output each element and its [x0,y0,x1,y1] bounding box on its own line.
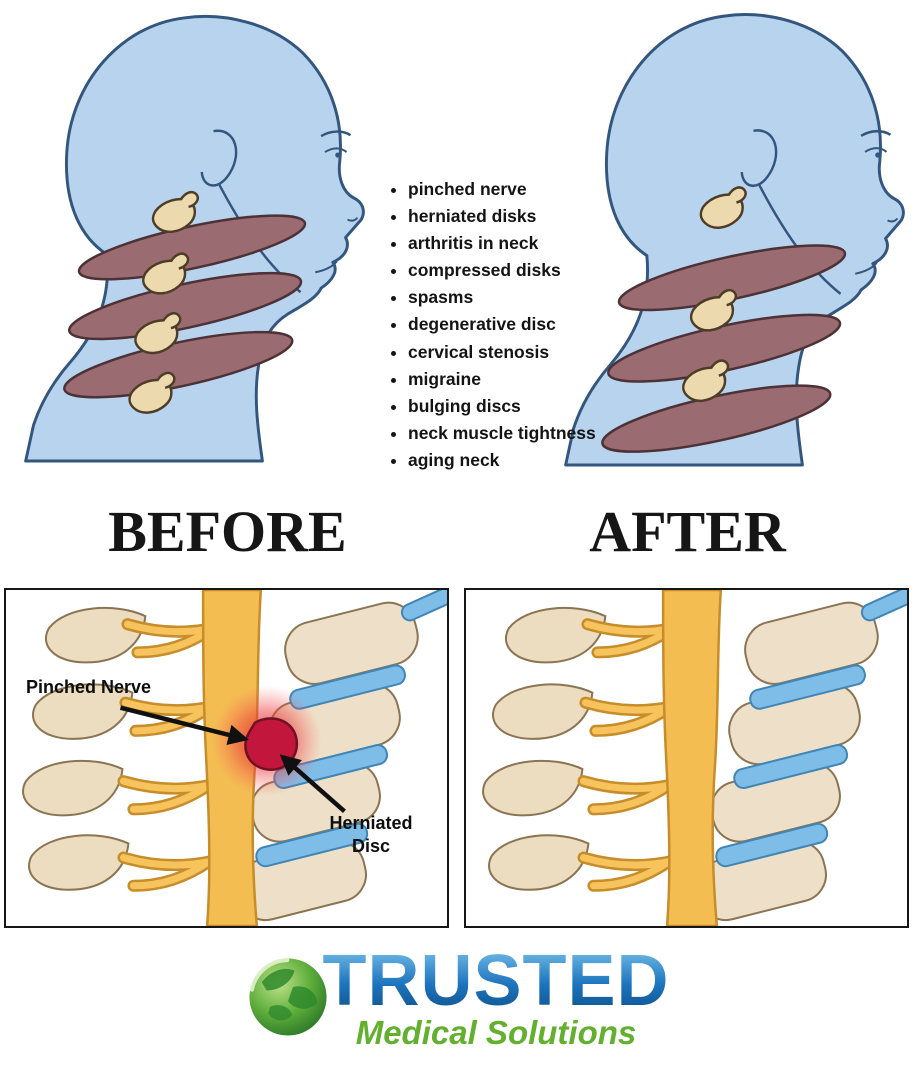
before-head-illustration [24,14,365,463]
herniated-disc-arrow [279,754,346,814]
pinched-nerve-arrow [119,705,249,745]
list-item: pinched nerve [408,176,630,203]
list-item: bulging discs [408,393,630,420]
compressed-neck-discs [63,214,307,399]
annotation-arrows [119,705,346,814]
brand-tagline: Medical Solutions [355,1014,637,1051]
list-item: aging neck [408,447,630,474]
conditions-list: pinched nerve herniated disks arthritis … [388,176,630,474]
list-item: cervical stenosis [408,339,630,366]
herniated-disc-label: Herniated Disc [329,813,413,856]
brand-name: TRUSTED [322,941,670,1021]
list-item: degenerative disc [408,311,630,338]
list-item: compressed disks [408,257,630,284]
before-heading: BEFORE [108,499,347,564]
globe-icon [248,958,327,1036]
after-spine-illustration [466,590,907,926]
list-item: herniated disks [408,203,630,230]
before-spine-panel: Pinched Nerve Herniated Disc [4,588,449,928]
list-item: migraine [408,366,630,393]
after-head-illustration [564,13,905,467]
list-item: spasms [408,284,630,311]
before-spine-illustration [6,590,447,926]
pinched-nerve-label: Pinched Nerve [26,677,152,697]
list-item: neck muscle tightness [408,420,630,447]
after-spine-panel [464,588,909,928]
after-heading: AFTER [589,499,786,564]
brand-logo: TRUSTED Medical Solutions [0,944,916,1052]
logo-text: TRUSTED Medical Solutions [323,944,670,1052]
list-item: arthritis in neck [408,230,630,257]
